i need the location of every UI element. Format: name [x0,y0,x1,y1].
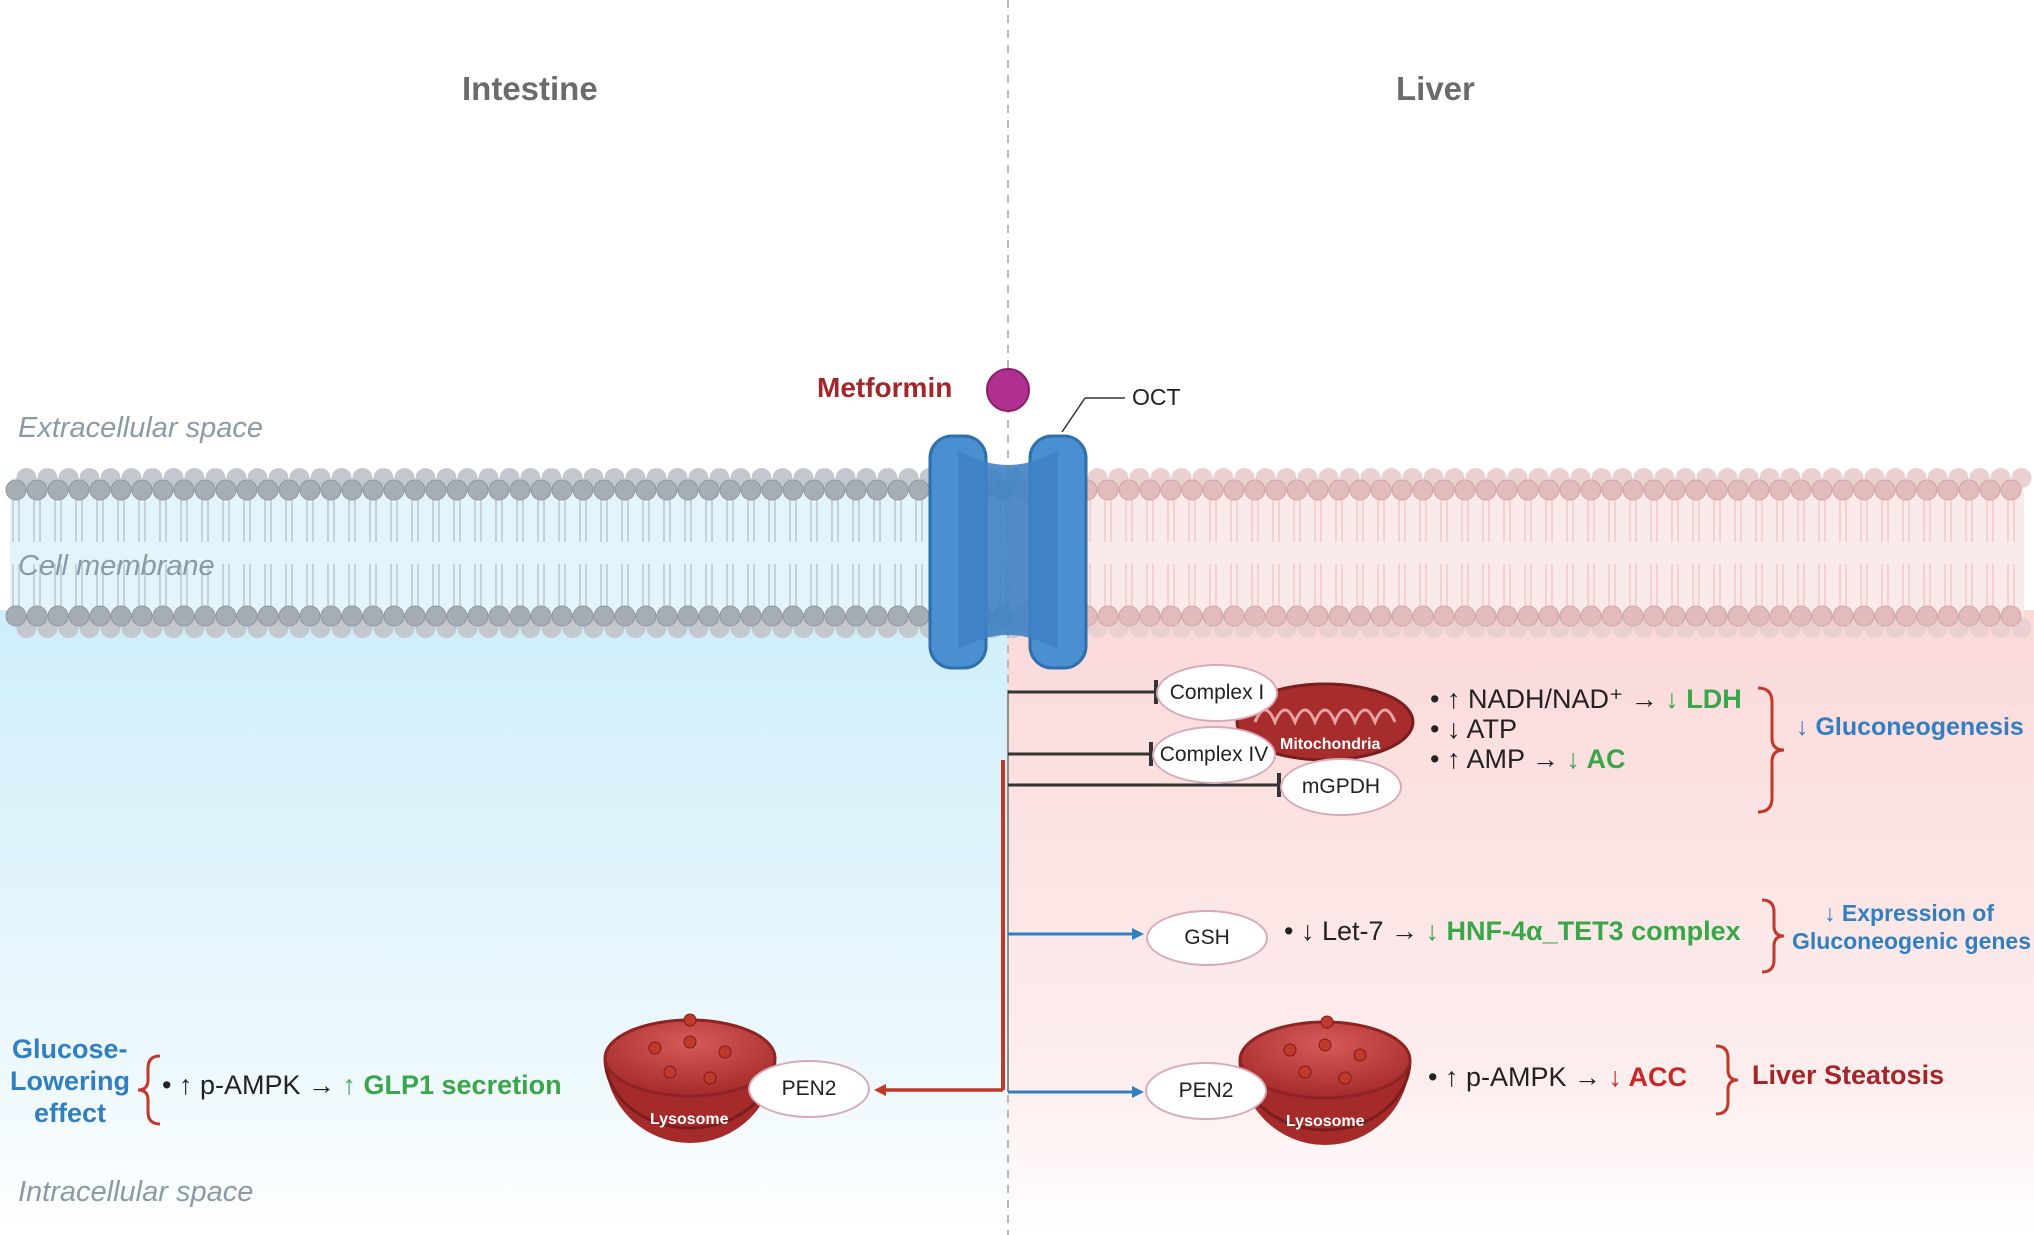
outcome-expression-line2: Gluconeogenic genes [1792,928,2031,954]
liver-ampk-effect: • ↑ p-AMPK → ↓ ACC [1428,1062,1687,1092]
metformin-label: Metformin [817,372,953,403]
complex-i-pill: Complex I [1156,664,1278,722]
brace-gene-expression [1761,898,1785,974]
intestine-pen2-pill: PEN2 [748,1060,870,1118]
membrane-label: Cell membrane [18,550,215,582]
liver-lysosome [1238,1015,1412,1145]
mito-effect-1: • ↑ NADH/NAD⁺ → ↓ LDH [1430,684,1742,714]
outcome-glucose-lowering-line3: effect [34,1098,107,1128]
mito-effect-3: • ↑ AMP → ↓ AC [1430,744,1626,774]
outcome-expression-line1: ↓ Expression of [1824,900,1994,926]
outcome-liver-steatosis: Liver Steatosis [1752,1060,1945,1090]
membrane-band-right [1008,478,2024,618]
intestine-lysosome [603,1013,777,1143]
intestine-ampk-effect: • ↑ p-AMPK → ↑ GLP1 secretion [162,1070,562,1100]
mitochondria [1235,682,1415,762]
outcome-glucose-lowering-line1: Glucose- [12,1034,128,1064]
complex-iv-label: Complex IV [1159,743,1269,766]
intracellular-label: Intracellular space [18,1176,254,1208]
gsh-effect: • ↓ Let-7 → ↓ HNF-4α_TET3 complex [1284,916,1741,946]
oct-label: OCT [1132,384,1181,410]
extracellular-label: Extracellular space [18,412,263,444]
column-title-intestine: Intestine [462,70,598,107]
outcome-gluconeogenesis: ↓ Gluconeogenesis [1796,713,2024,741]
mgpdh-pill: mGPDH [1280,758,1402,816]
mgpdh-label: mGPDH [1301,775,1381,798]
oct-transporter [928,434,1088,670]
liver-pen2-label: PEN2 [1178,1079,1234,1102]
intestine-pen2-label: PEN2 [781,1077,837,1100]
brace-gluconeogenesis [1757,686,1785,814]
oct-pointer [1061,397,1086,433]
complex-i-label: Complex I [1169,681,1265,704]
gsh-pill: GSH [1146,910,1268,966]
mitochondria-label: Mitochondria [1280,736,1381,753]
gsh-label: GSH [1184,926,1230,949]
metformin-molecule [986,368,1030,412]
brace-glucose-lowering [137,1054,161,1126]
outcome-glucose-lowering-line2: Lowering [10,1066,130,1096]
intestine-cytoplasm [0,610,1008,1235]
liver-pen2-pill: PEN2 [1145,1062,1267,1120]
complex-iv-pill: Complex IV [1152,726,1276,784]
liver-lysosome-label: Lysosome [1286,1113,1365,1130]
column-title-liver: Liver [1396,70,1475,107]
intestine-lysosome-label: Lysosome [650,1111,729,1128]
brace-steatosis [1715,1044,1739,1116]
mito-effect-2: • ↓ ATP [1430,714,1517,744]
membrane-band-left [10,478,1008,618]
cell-membrane [5,468,2032,638]
